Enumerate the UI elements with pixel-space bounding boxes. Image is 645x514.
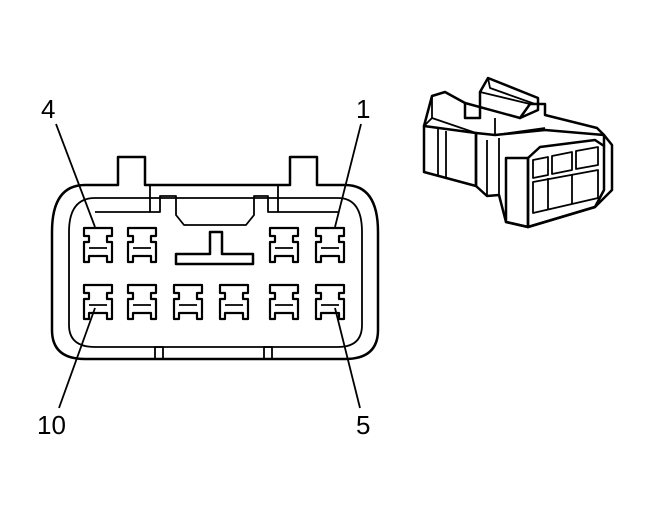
terminal-cavity-bottom-2 (126, 283, 158, 321)
leader-line-pin-10 (58, 307, 96, 409)
latch-recess (149, 186, 279, 226)
connector-housing-inner (68, 197, 363, 348)
pin-callout-1: 1 (356, 94, 371, 124)
terminal-cavity-top-2 (126, 226, 158, 264)
leader-lines (55, 123, 362, 409)
rear-ledge (431, 117, 477, 134)
connector-housing-outer (50, 155, 380, 361)
terminal-cavity-top-4 (314, 226, 346, 264)
terminal-cavity-top-1 (82, 226, 114, 264)
cavity-group (82, 226, 346, 321)
terminal-cavity-bottom-4 (218, 283, 250, 321)
pin-callout-10: 10 (37, 410, 66, 440)
bottom-tab-left (154, 346, 164, 360)
terminal-cavity-bottom-6 (314, 283, 346, 321)
pin-callout-4: 4 (41, 94, 56, 124)
latch-ridge (487, 77, 536, 105)
connector-3d-view (422, 76, 614, 229)
inner-cavity-mid (551, 151, 573, 175)
bottom-tab-right (263, 346, 273, 360)
rear-body-outline (422, 124, 478, 188)
inner-cavity-upper (532, 156, 549, 179)
inner-cavity-lower (532, 169, 599, 214)
pin-callout-5: 5 (356, 410, 371, 440)
center-key (174, 230, 255, 266)
terminal-cavity-bottom-3 (172, 283, 204, 321)
connector-face (50, 123, 380, 409)
inner-cavity-right (575, 146, 599, 170)
front-face-rim (504, 156, 530, 229)
leader-line-pin-1 (334, 123, 362, 228)
terminal-cavity-top-3 (268, 226, 300, 264)
latch-arm (463, 76, 540, 120)
front-face-opening (526, 138, 606, 229)
leader-line-pin-4 (55, 123, 96, 228)
latch-top-edge (479, 91, 531, 105)
terminal-cavity-bottom-5 (268, 283, 300, 321)
front-face-outer (474, 128, 614, 229)
terminal-cavity-bottom-1 (82, 283, 114, 321)
leader-line-pin-5 (334, 307, 361, 409)
